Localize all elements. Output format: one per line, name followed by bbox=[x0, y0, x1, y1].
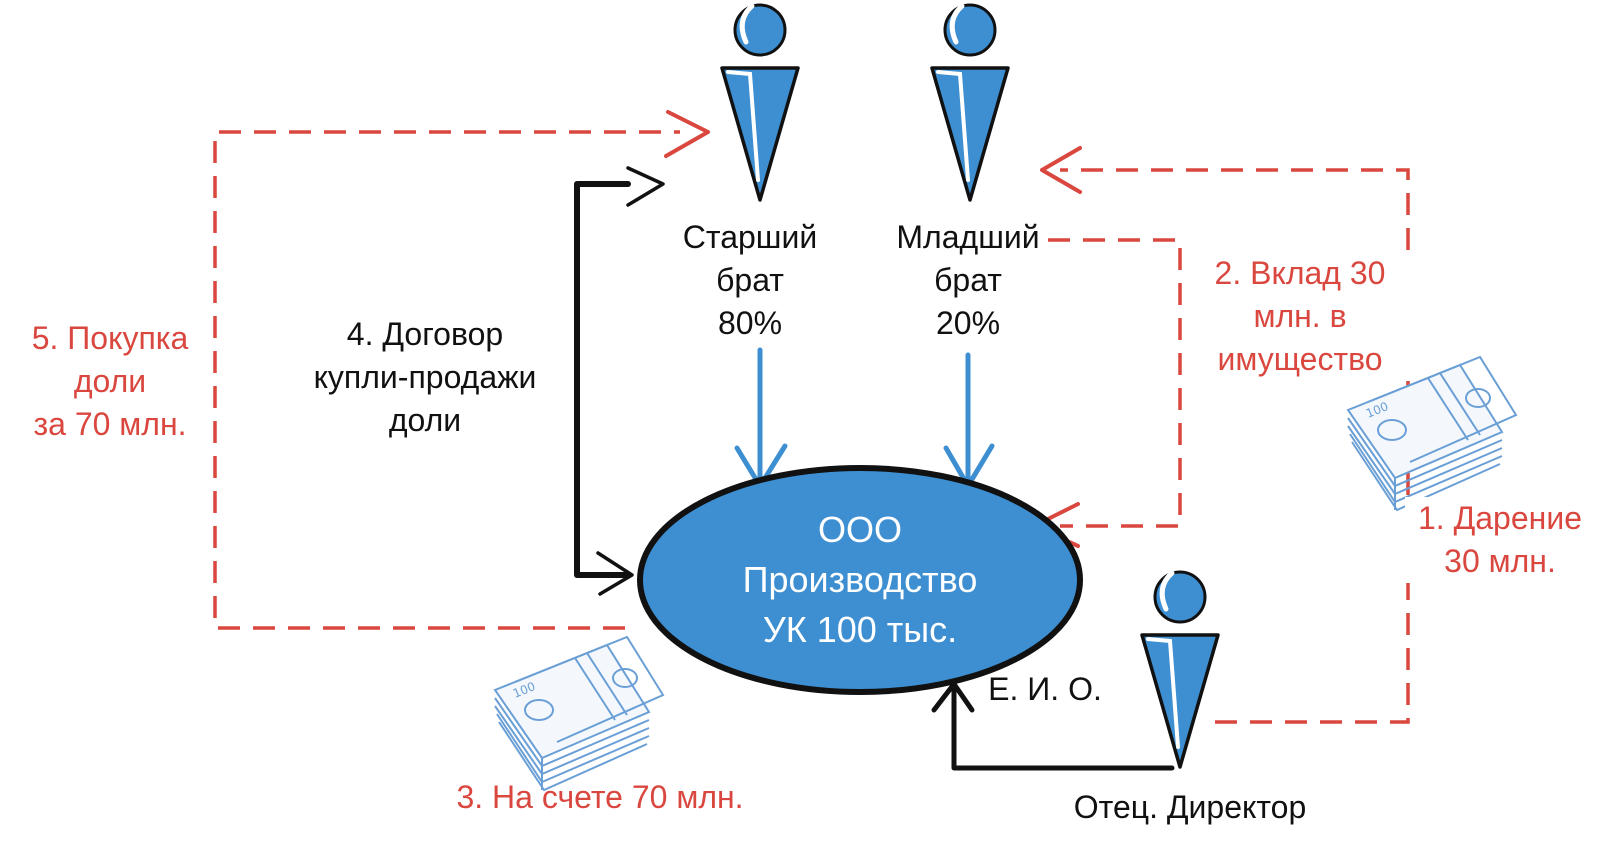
younger-brother-label: Младший брат 20% bbox=[868, 216, 1068, 345]
purchase-step-label: 5. Покупка доли за 70 млн. bbox=[10, 317, 210, 446]
gift-step-label: 1. Дарение 30 млн. bbox=[1405, 497, 1595, 583]
gift-step-line: 1. Дарение bbox=[1418, 500, 1582, 536]
younger-brother-person-icon bbox=[932, 5, 1008, 200]
account-step-label: 3. На счете 70 млн. bbox=[430, 776, 770, 819]
company-ellipse bbox=[637, 465, 1083, 695]
purchase-step-line: доли bbox=[73, 363, 147, 399]
younger-brother-label-line: Младший bbox=[896, 219, 1040, 255]
purchase-arrowhead bbox=[664, 110, 710, 158]
father-person-icon bbox=[1142, 572, 1218, 767]
contract-arrowhead-top bbox=[626, 166, 665, 207]
company-label-line: Производство bbox=[742, 559, 978, 600]
purchase-flow-line bbox=[213, 130, 680, 630]
father-label: Отец. Директор bbox=[1040, 786, 1340, 829]
director-arrow-line bbox=[951, 687, 1175, 771]
account-step-text: 3. На счете 70 млн. bbox=[456, 779, 744, 815]
purchase-step-line: за 70 млн. bbox=[33, 406, 187, 442]
gift-step-line: 30 млн. bbox=[1444, 543, 1556, 579]
gift-arrowhead bbox=[1040, 146, 1082, 194]
contribution-step-label: 2. Вклад 30 млн. в имущество bbox=[1185, 252, 1415, 381]
younger-brother-label-line: брат bbox=[934, 262, 1002, 298]
elder-brother-share: 80% bbox=[717, 305, 783, 341]
director-role-label: Е. И. О. bbox=[975, 668, 1115, 711]
director-role-text: Е. И. О. bbox=[988, 671, 1102, 707]
younger-brother-share: 20% bbox=[935, 305, 1001, 341]
contract-step-line: доли bbox=[388, 402, 462, 438]
elder-brother-label-line: Старший bbox=[682, 219, 818, 255]
contract-arrow-line bbox=[574, 181, 631, 578]
contribution-step-line: 2. Вклад 30 bbox=[1214, 255, 1386, 291]
contract-step-line: купли-продажи bbox=[313, 359, 537, 395]
company-label-line: ООО bbox=[817, 509, 902, 550]
elder-share-arrow bbox=[734, 347, 788, 489]
company-label-line: УК 100 тыс. bbox=[762, 609, 958, 650]
contract-step-label: 4. Договор купли-продажи доли bbox=[295, 313, 555, 442]
contract-arrowhead-bottom bbox=[596, 551, 634, 596]
younger-share-arrow bbox=[943, 352, 995, 489]
company-label: ООО Производство УК 100 тыс. bbox=[660, 505, 1060, 655]
contribution-step-line: млн. в bbox=[1253, 298, 1347, 334]
purchase-step-line: 5. Покупка bbox=[31, 320, 189, 356]
elder-brother-label: Старший брат 80% bbox=[650, 216, 850, 345]
contribution-step-line: имущество bbox=[1217, 341, 1383, 377]
elder-brother-person-icon bbox=[722, 5, 798, 200]
money-stack-icon bbox=[494, 636, 664, 791]
father-label-text: Отец. Директор bbox=[1073, 789, 1307, 825]
contract-step-line: 4. Договор bbox=[346, 316, 504, 352]
elder-brother-label-line: брат bbox=[716, 262, 784, 298]
